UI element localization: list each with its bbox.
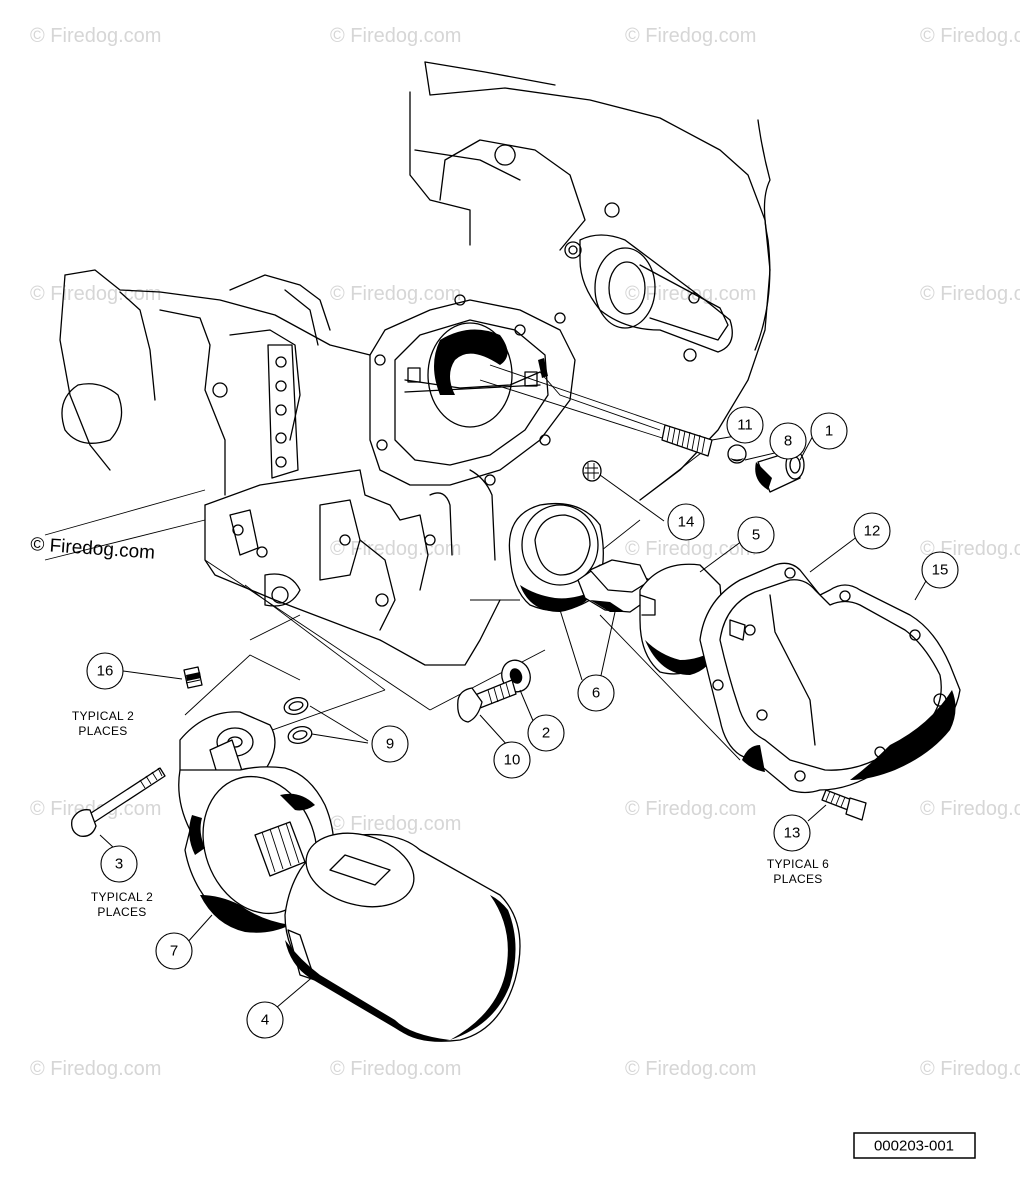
callout-number: 11 — [737, 417, 753, 434]
part-4-oil-filter — [284, 832, 521, 1042]
watermark-text: © Firedog.com — [920, 283, 1020, 305]
watermark-text: © Firedog.com — [330, 283, 461, 305]
watermark-text: © Firedog.com — [330, 25, 461, 47]
callout-number: 10 — [504, 752, 521, 769]
callout-5: 5 — [737, 516, 775, 554]
callout-number: 3 — [115, 856, 123, 873]
callout-8: 8 — [769, 422, 807, 460]
part-11-stud — [661, 424, 713, 457]
watermark-text: © Firedog.com — [30, 798, 161, 820]
watermark-text: © Firedog.com — [920, 1058, 1020, 1080]
drawing-reference-number: 000203-001 — [874, 1138, 954, 1155]
callout-14: 14 — [667, 503, 705, 541]
callout-number: 4 — [261, 1012, 269, 1029]
callout-7: 7 — [155, 932, 193, 970]
callout-number: 15 — [932, 562, 949, 579]
part-7-filter-adapter — [178, 711, 335, 933]
note-typical-6-places: TYPICAL 6 PLACES — [767, 857, 829, 886]
callout-4: 4 — [246, 1001, 284, 1039]
callout-13: 13 — [773, 814, 811, 852]
part-8-ball — [727, 444, 747, 464]
watermark-text: © Firedog.com — [625, 1058, 756, 1080]
callout-12: 12 — [853, 512, 891, 550]
note-typical-2-places-plug: TYPICAL 2 PLACES — [72, 709, 134, 738]
callout-11: 11 — [726, 406, 764, 444]
callout-number: 14 — [678, 514, 695, 531]
watermark-layer: © Firedog.com © Firedog.com © Firedog.co… — [30, 25, 1020, 1080]
callout-1: 1 — [810, 412, 848, 450]
part-9-o-rings — [283, 697, 313, 744]
callout-number: 16 — [97, 663, 114, 680]
callout-16: 16 — [86, 652, 124, 690]
watermark-text: © Firedog.com — [330, 538, 461, 560]
part-10-bolt — [457, 679, 517, 723]
callout-10: 10 — [493, 741, 531, 779]
part-14-screen — [582, 460, 602, 482]
note-line: TYPICAL 2 — [72, 709, 134, 723]
part-12-gasket-part-15-cover — [699, 562, 961, 794]
callout-number: 2 — [542, 725, 550, 742]
watermark-text: © Firedog.com — [625, 25, 756, 47]
callout-6: 6 — [577, 674, 615, 712]
note-typical-2-places-bolt: TYPICAL 2 PLACES — [91, 890, 153, 919]
watermark-text: © Firedog.com — [30, 1058, 161, 1080]
watermark-text: © Firedog.com — [625, 798, 756, 820]
callout-number: 13 — [784, 825, 801, 842]
callout-number: 9 — [386, 736, 394, 753]
watermark-text: © Firedog.com — [920, 25, 1020, 47]
callout-number: 8 — [784, 433, 792, 450]
watermark-text: © Firedog.com — [30, 25, 161, 47]
callout-number: 5 — [752, 527, 760, 544]
callout-9: 9 — [371, 725, 409, 763]
part-16-plug — [183, 666, 203, 689]
callout-2: 2 — [527, 714, 565, 752]
callout-3: 3 — [100, 845, 138, 883]
engine-crankcase-drawing — [59, 61, 771, 666]
part-13-bolt — [821, 789, 867, 821]
callout-number: 6 — [592, 685, 600, 702]
watermark-text: © Firedog.com — [920, 798, 1020, 820]
note-line: TYPICAL 2 — [91, 890, 153, 904]
part-1-cap — [755, 450, 805, 493]
callout-number: 7 — [170, 943, 178, 960]
watermark-text: © Firedog.com — [330, 813, 461, 835]
part-3-bolt — [71, 767, 166, 837]
callout-number: 12 — [864, 523, 881, 540]
note-line: PLACES — [97, 905, 146, 919]
note-line: TYPICAL 6 — [767, 857, 829, 871]
note-line: PLACES — [78, 724, 127, 738]
watermark-text: © Firedog.com — [30, 283, 161, 305]
drawing-reference-box: 000203-001 — [853, 1132, 976, 1159]
note-line: PLACES — [773, 872, 822, 886]
callout-number: 1 — [825, 423, 833, 440]
callout-15: 15 — [921, 551, 959, 589]
watermark-text: © Firedog.com — [330, 1058, 461, 1080]
watermark-text: © Firedog.com — [625, 538, 756, 560]
